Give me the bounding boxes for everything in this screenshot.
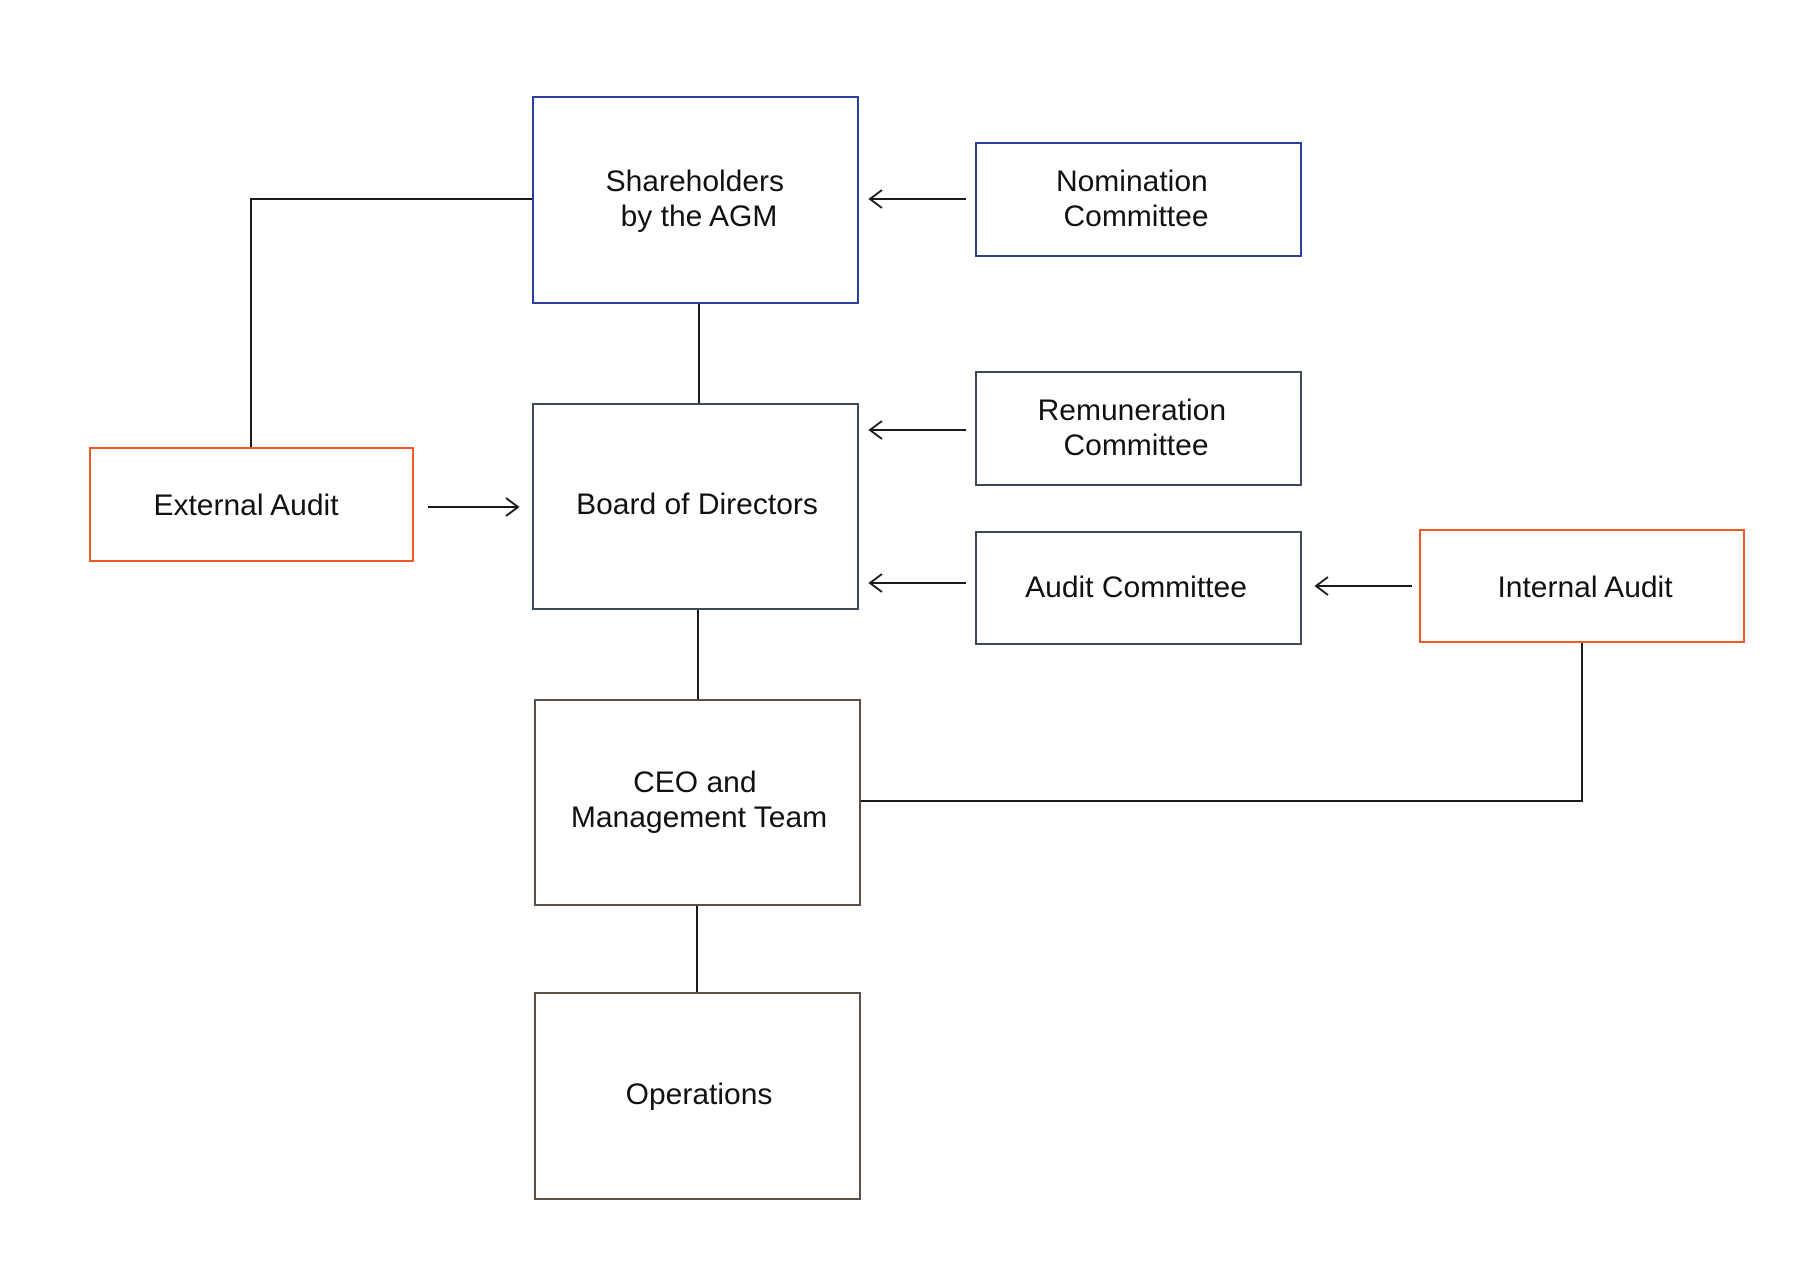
nomination-committee-label: Nomination Committee	[1056, 165, 1216, 233]
remuneration-committee-label-line-1: Remuneration	[1038, 394, 1226, 427]
shareholders-label: Shareholders by the AGM	[606, 165, 793, 233]
nomination-committee-box: Nomination Committee	[975, 142, 1302, 257]
operations-box: Operations	[534, 992, 861, 1200]
arrow-internal-audit-to-audit-committee	[1314, 576, 1412, 596]
ceo-management-label-line-1: CEO and	[633, 766, 756, 799]
external-audit-box: External Audit	[89, 447, 414, 562]
remuneration-committee-label-line-2: Committee	[1063, 429, 1208, 462]
shareholders-box: Shareholders by the AGM	[532, 96, 859, 304]
arrow-remuneration-to-board	[868, 420, 966, 440]
arrow-external-audit-to-board	[428, 497, 520, 517]
remuneration-committee-label: Remuneration Committee	[1038, 394, 1235, 462]
nomination-committee-label-line-2: Committee	[1063, 200, 1208, 233]
audit-committee-label: Audit Committee	[1025, 571, 1247, 604]
operations-label: Operations	[626, 1078, 773, 1111]
internal-audit-box: Internal Audit	[1419, 529, 1745, 643]
remuneration-committee-box: Remuneration Committee	[975, 371, 1302, 486]
ceo-management-label: CEO and Management Team	[571, 766, 827, 834]
arrow-nomination-to-shareholders	[868, 189, 966, 209]
board-of-directors-box: Board of Directors	[532, 403, 859, 610]
shareholders-label-line-2: by the AGM	[621, 200, 778, 233]
line-shareholders-to-external-audit	[250, 198, 533, 448]
internal-audit-label: Internal Audit	[1497, 571, 1673, 604]
shareholders-label-line-1: Shareholders	[606, 165, 784, 198]
ceo-management-label-line-2: Management Team	[571, 801, 827, 834]
audit-committee-box: Audit Committee	[975, 531, 1302, 645]
board-of-directors-label: Board of Directors	[576, 488, 818, 521]
arrow-audit-committee-to-board	[868, 573, 966, 593]
line-internal-audit-to-ceo	[861, 642, 1583, 802]
nomination-committee-label-line-1: Nomination	[1056, 165, 1208, 198]
ceo-management-box: CEO and Management Team	[534, 699, 861, 906]
external-audit-label: External Audit	[153, 489, 339, 522]
